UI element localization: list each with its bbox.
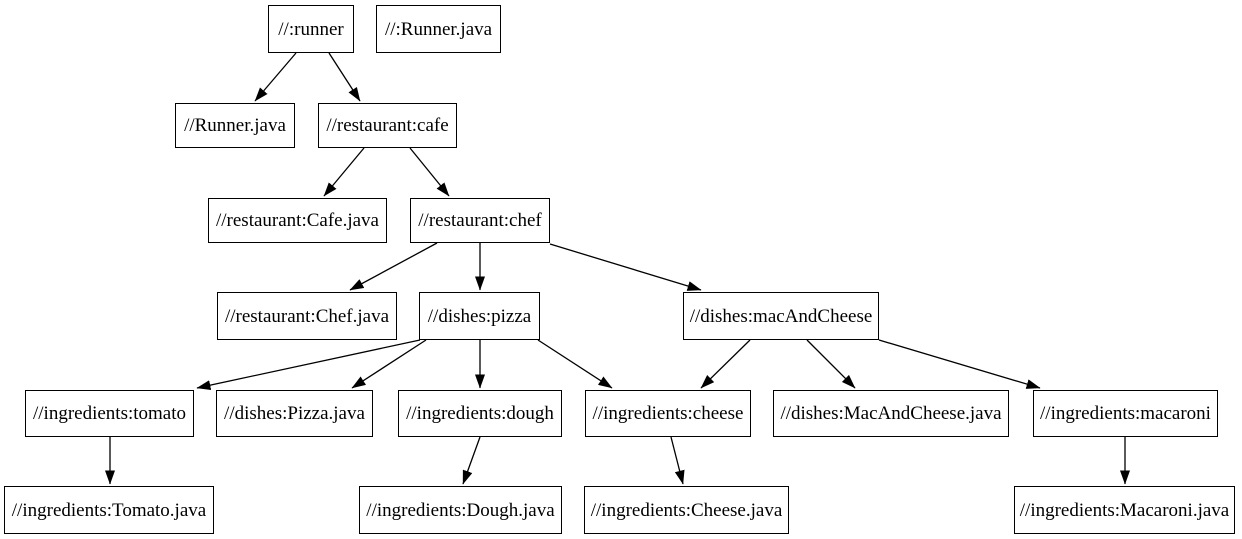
graph-node-ingredients-dough-java: //ingredients:Dough.java bbox=[359, 486, 562, 534]
graph-edge-pizza-to-tomato bbox=[196, 339, 421, 391]
graph-edge-dough-to-dough-java bbox=[462, 436, 481, 485]
graph-edge-cafe-to-chef bbox=[409, 147, 450, 197]
graph-node-ingredients-dough: //ingredients:dough bbox=[398, 390, 562, 437]
graph-node-restaurant-cafe-java: //restaurant:Cafe.java bbox=[208, 198, 387, 243]
graph-node-dishes-pizza-java: //dishes:Pizza.java bbox=[216, 390, 373, 437]
graph-edge-macandcheese-to-macaroni bbox=[878, 339, 1041, 389]
graph-node-runner: //:runner bbox=[268, 5, 354, 53]
graph-node-ingredients-cheese: //ingredients:cheese bbox=[585, 390, 751, 437]
graph-node-dishes-macandcheese-java: //dishes:MacAndCheese.java bbox=[773, 390, 1009, 437]
graph-node-restaurant-chef-java: //restaurant:Chef.java bbox=[217, 292, 397, 340]
graph-node-runner-java: //Runner.java bbox=[175, 103, 295, 148]
graph-node-ingredients-tomato-java: //ingredients:Tomato.java bbox=[4, 486, 214, 534]
graph-edge-pizza-to-pizza-java bbox=[351, 339, 427, 389]
graph-edge-cheese-to-cheese-java bbox=[670, 436, 685, 485]
graph-node-ingredients-macaroni-java: //ingredients:Macaroni.java bbox=[1014, 486, 1235, 534]
graph-edge-macandcheese-to-cheese bbox=[700, 339, 751, 389]
graph-edge-runner-to-runner-java bbox=[254, 52, 297, 102]
graph-edge-chef-to-chef-java bbox=[349, 242, 438, 291]
graph-node-ingredients-tomato: //ingredients:tomato bbox=[25, 390, 194, 437]
graph-node-restaurant-chef: //restaurant:chef bbox=[410, 198, 550, 243]
graph-edge-runner-to-cafe bbox=[328, 52, 361, 102]
graph-node-dishes-macandcheese: //dishes:macAndCheese bbox=[683, 292, 879, 340]
graph-edge-macandcheese-to-macandcheese-java bbox=[806, 339, 856, 389]
graph-edge-cafe-to-cafe-java bbox=[323, 147, 365, 197]
graph-node-ingredients-macaroni: //ingredients:macaroni bbox=[1033, 390, 1218, 437]
graph-node-root-runner-java: //:Runner.java bbox=[376, 5, 501, 53]
graph-node-restaurant-cafe: //restaurant:cafe bbox=[318, 103, 457, 148]
graph-node-ingredients-cheese-java: //ingredients:Cheese.java bbox=[584, 486, 789, 534]
graph-edge-pizza-to-cheese bbox=[537, 339, 613, 389]
graph-edge-chef-to-macandcheese bbox=[549, 243, 702, 291]
graph-node-dishes-pizza: //dishes:pizza bbox=[419, 292, 540, 340]
